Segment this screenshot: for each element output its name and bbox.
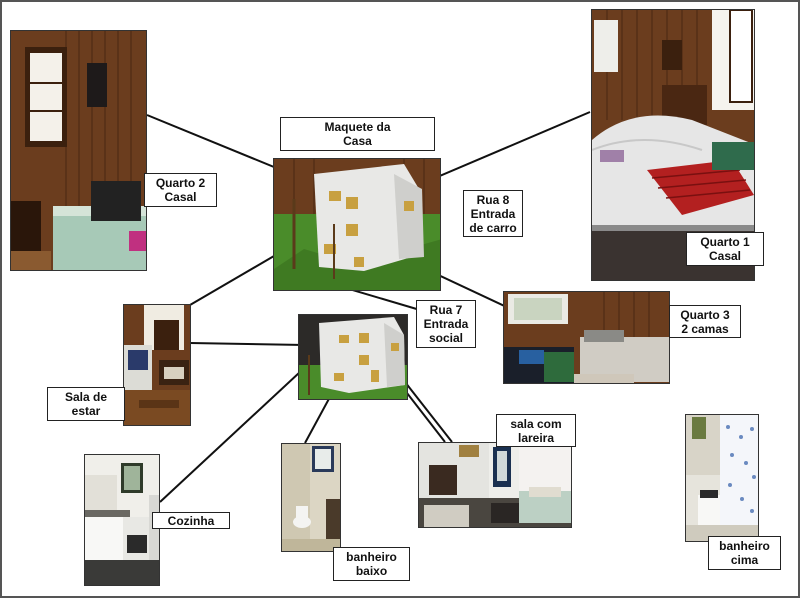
- photo-quarto2: [10, 30, 147, 271]
- label-sala-estar: Sala de estar: [47, 387, 125, 421]
- label-rua7: Rua 7 Entrada social: [416, 300, 476, 348]
- label-banheiro-cima: banheiro cima: [708, 536, 781, 570]
- photo-banheiro-cima: [685, 414, 759, 542]
- photo-cozinha: [84, 454, 160, 586]
- connector-sala-estar-2: [189, 342, 306, 346]
- connector-sala-lareira: [404, 381, 453, 443]
- label-banheiro-baixo: banheiro baixo: [333, 547, 410, 581]
- label-cozinha: Cozinha: [152, 512, 230, 529]
- label-maquete: Maquete da Casa: [280, 117, 435, 151]
- photo-maquete-social: [298, 314, 408, 400]
- photo-sala-lareira: [418, 442, 572, 528]
- connector-cozinha: [159, 371, 301, 503]
- label-rua8: Rua 8 Entrada de carro: [463, 190, 523, 237]
- photo-maquete: [273, 158, 441, 291]
- label-sala-lareira: sala com lareira: [496, 414, 576, 447]
- label-quarto3: Quarto 3 2 camas: [669, 305, 741, 338]
- photo-banheiro-baixo: [281, 443, 341, 552]
- label-quarto2: Quarto 2 Casal: [144, 173, 217, 207]
- photo-sala-estar: [123, 304, 191, 426]
- photo-quarto3: [503, 291, 670, 384]
- label-quarto1: Quarto 1 Casal: [686, 232, 764, 266]
